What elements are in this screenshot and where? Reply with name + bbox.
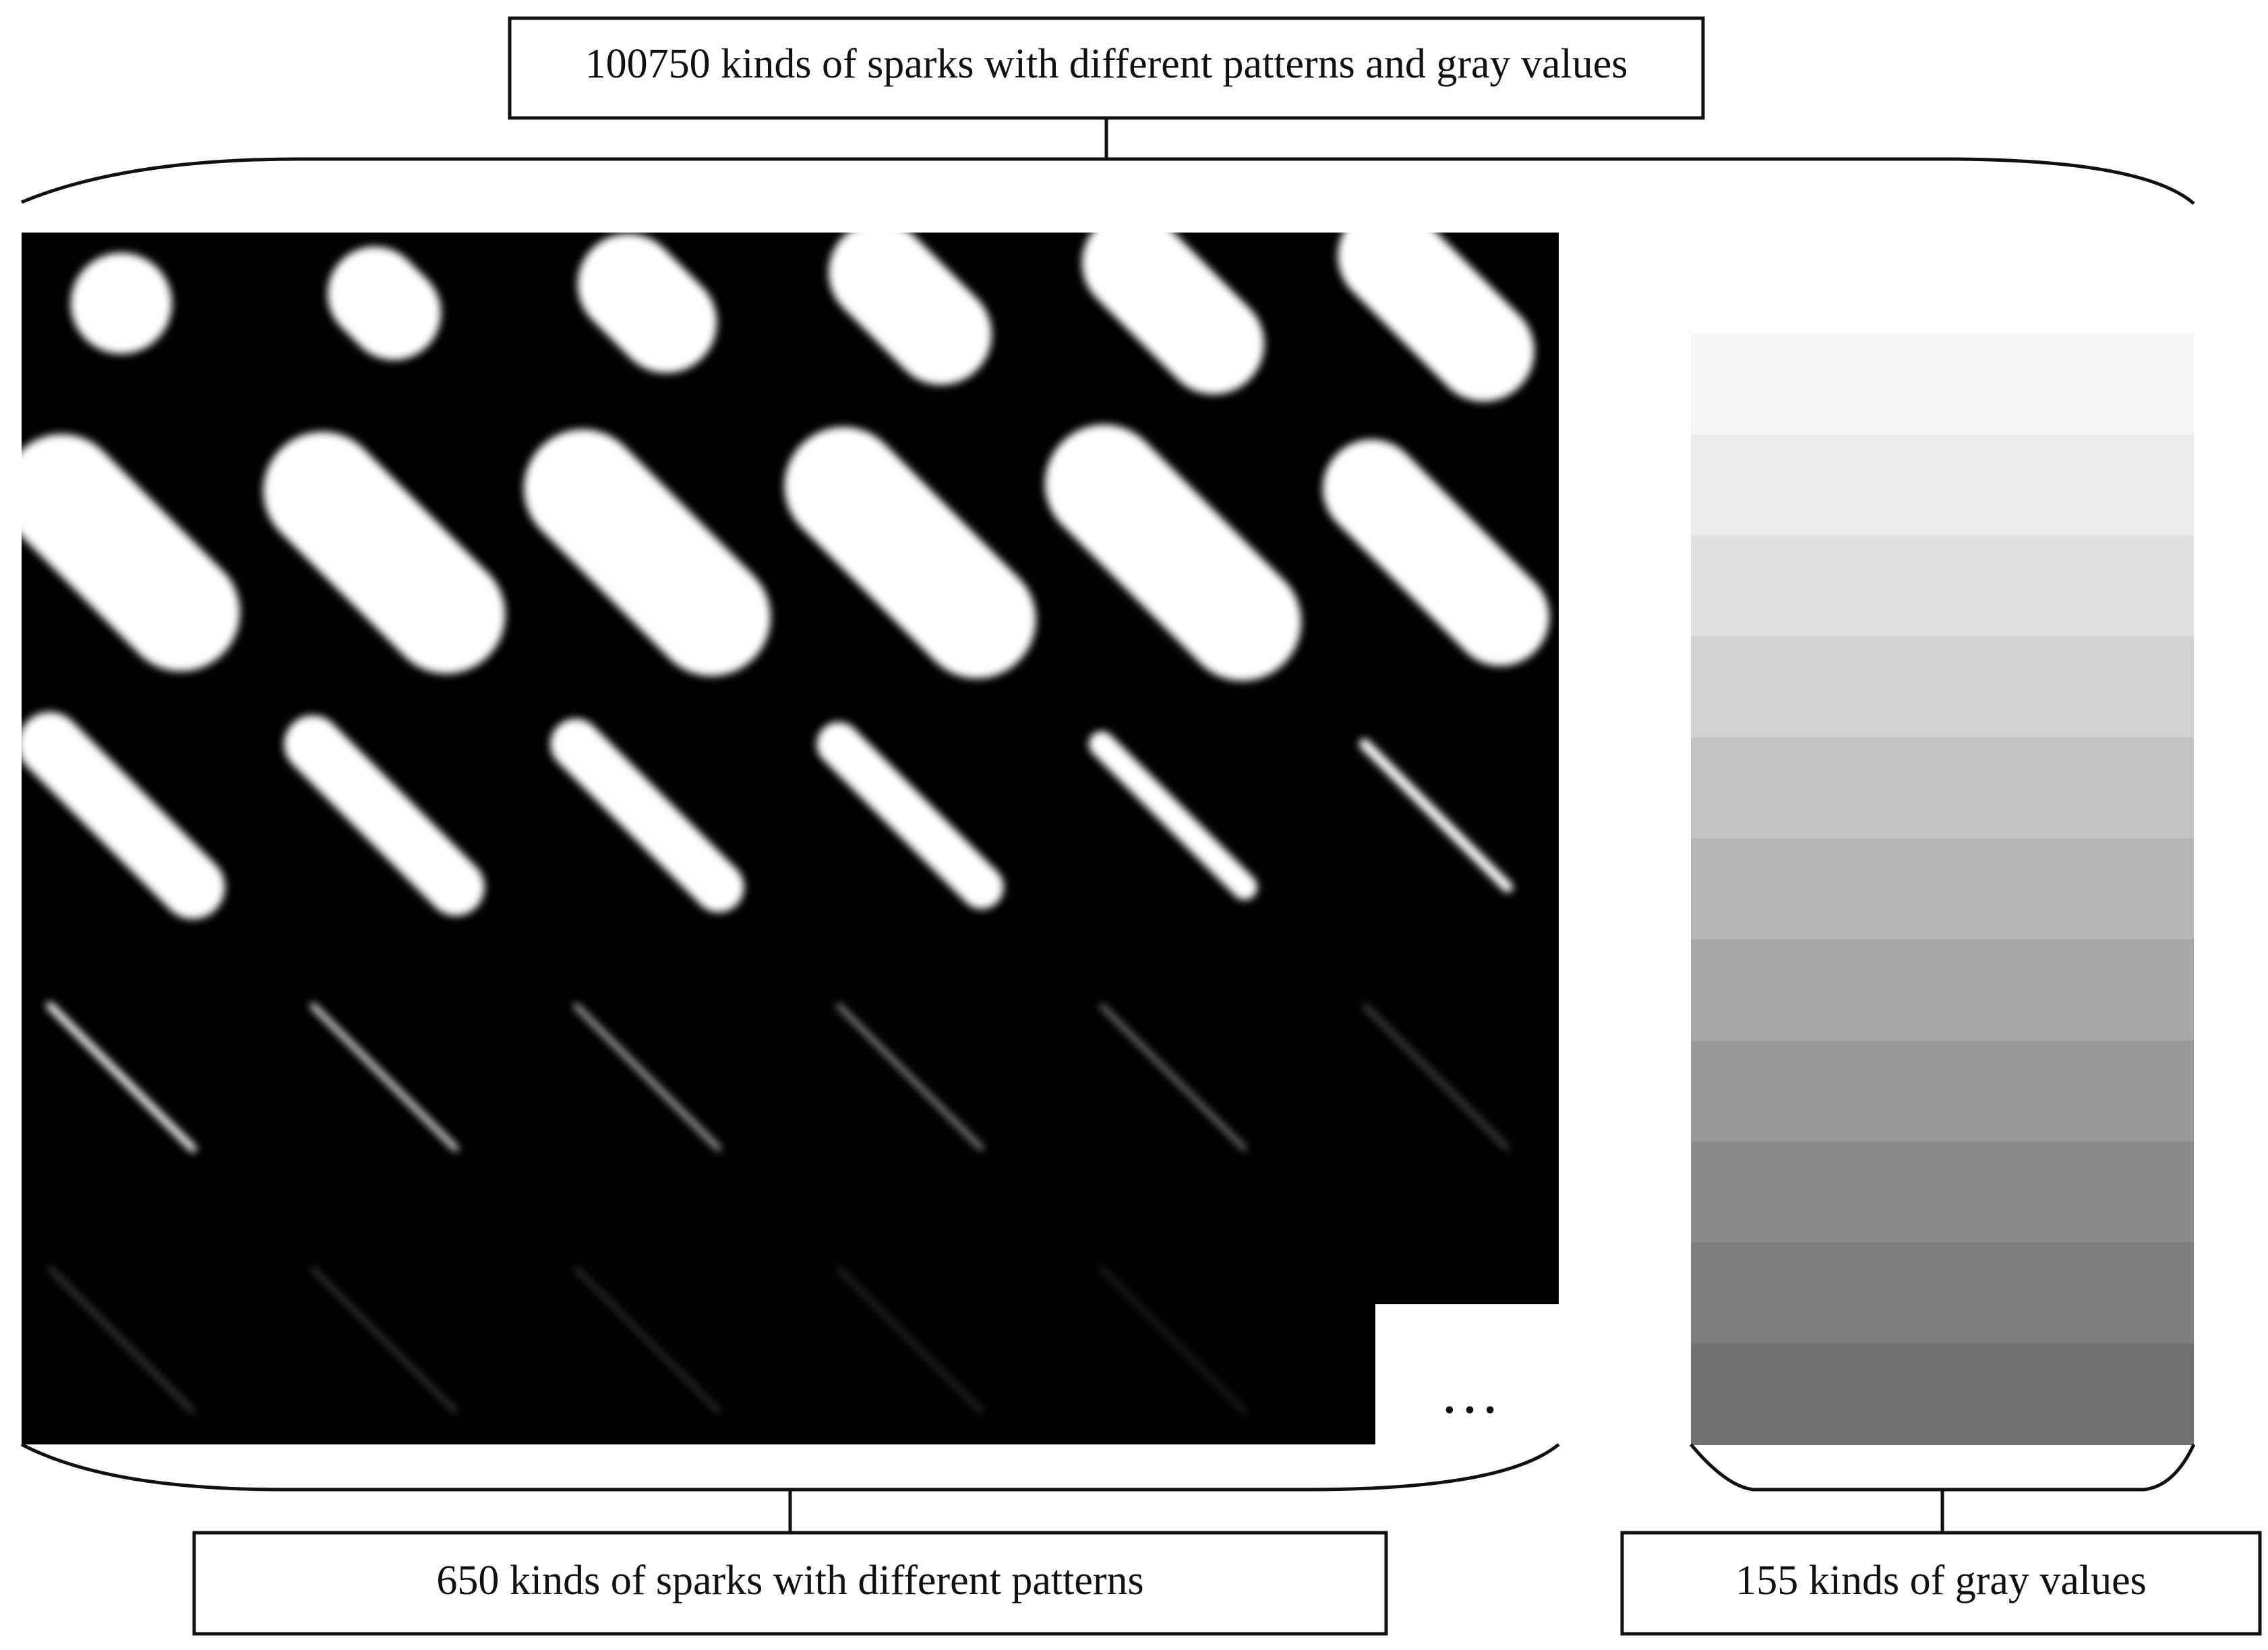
spark-pattern-2-2 bbox=[263, 431, 506, 674]
spark-pattern-5-3 bbox=[574, 1266, 721, 1413]
spark-pattern-3-6 bbox=[1359, 738, 1514, 893]
spark-panel-background bbox=[22, 233, 1559, 1444]
top-label-box bbox=[508, 16, 1705, 120]
spark-pattern-2-1 bbox=[3, 434, 240, 671]
spark-pattern-3-1 bbox=[18, 712, 225, 919]
spark-patterns-panel bbox=[3, 205, 1559, 1444]
spark-pattern-5-4 bbox=[837, 1266, 984, 1413]
spark-pattern-2-6 bbox=[1323, 439, 1549, 666]
bottom-left-brace bbox=[20, 1442, 1560, 1492]
spark-pattern-1-2 bbox=[327, 246, 442, 361]
spark-pattern-3-5 bbox=[1088, 731, 1258, 900]
gray-band-12 bbox=[1691, 1343, 2194, 1445]
gray-band-6 bbox=[1691, 737, 2194, 839]
spark-pattern-3-2 bbox=[284, 715, 485, 916]
spark-pattern-1-6 bbox=[1338, 205, 1534, 402]
bottom-right-label: 155 kinds of gray values bbox=[1735, 1558, 2147, 1603]
spark-pattern-4-6 bbox=[1363, 1004, 1510, 1151]
bottom-left-label: 650 kinds of sparks with different patte… bbox=[436, 1558, 1143, 1603]
spark-pattern-1-5 bbox=[1081, 212, 1265, 395]
gray-band-5 bbox=[1691, 636, 2194, 739]
gray-band-3 bbox=[1691, 434, 2194, 537]
gray-band-8 bbox=[1691, 939, 2194, 1041]
gray-band-1 bbox=[1691, 233, 2194, 334]
spark-pattern-2-5 bbox=[1044, 424, 1302, 681]
gray-values-strip bbox=[1691, 233, 2194, 1445]
bottom-right-brace bbox=[1690, 1443, 2196, 1492]
gray-band-9 bbox=[1691, 1040, 2194, 1142]
ellipsis: … bbox=[1439, 1359, 1500, 1426]
gray-band-2 bbox=[1691, 333, 2194, 435]
gray-band-7 bbox=[1691, 838, 2194, 940]
top-brace bbox=[21, 157, 2195, 205]
gray-band-10 bbox=[1691, 1141, 2194, 1244]
spark-pattern-1-3 bbox=[577, 233, 717, 373]
bottom-left-label-box bbox=[192, 1531, 1388, 1636]
gray-band-4 bbox=[1691, 535, 2194, 638]
spark-pattern-4-4 bbox=[837, 1004, 984, 1151]
top-label: 100750 kinds of sparks with different pa… bbox=[585, 41, 1628, 87]
spark-pattern-4-1 bbox=[46, 1002, 197, 1153]
bottom-right-label-box bbox=[1620, 1531, 2262, 1636]
spark-pattern-3-4 bbox=[816, 722, 1004, 909]
spark-pattern-5-1 bbox=[48, 1266, 195, 1413]
spark-pattern-2-3 bbox=[524, 429, 771, 676]
spark-pattern-4-3 bbox=[573, 1003, 721, 1151]
gray-band-11 bbox=[1691, 1242, 2194, 1345]
spark-pattern-4-2 bbox=[309, 1002, 459, 1152]
spark-pattern-3-3 bbox=[550, 719, 744, 913]
spark-pattern-4-5 bbox=[1100, 1004, 1247, 1151]
spark-pattern-1-4 bbox=[829, 222, 992, 385]
spark-pattern-5-2 bbox=[311, 1266, 458, 1413]
spark-pattern-5-5 bbox=[1100, 1266, 1247, 1413]
spark-pattern-2-4 bbox=[784, 427, 1036, 679]
